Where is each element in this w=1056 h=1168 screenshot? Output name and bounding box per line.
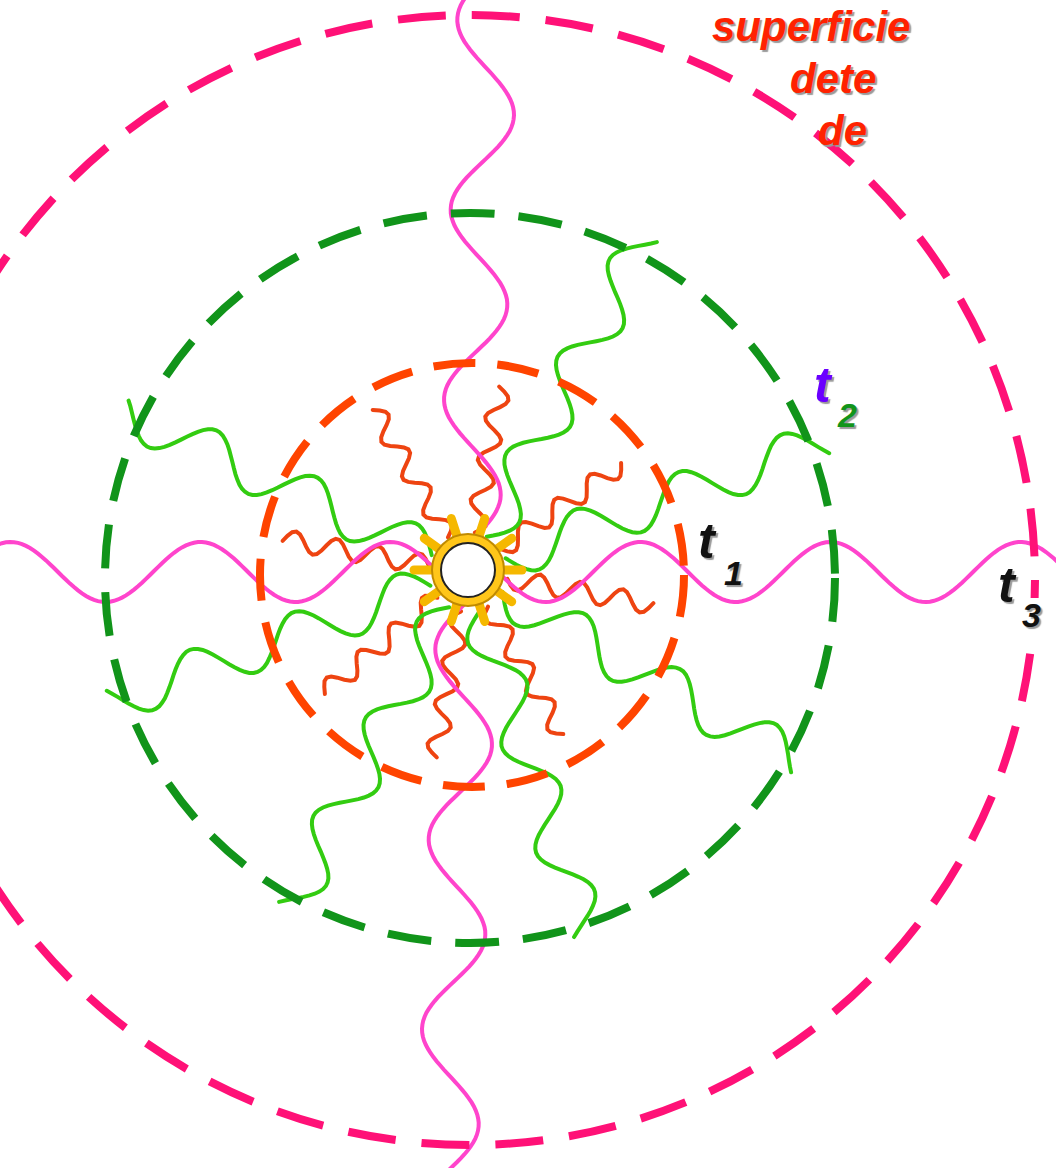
wave-ray (129, 401, 432, 555)
wave-ray (373, 410, 452, 538)
sun-icon (414, 519, 522, 622)
wavefront-t2 (105, 213, 835, 943)
wavefront-t3 (0, 15, 1035, 1145)
wavefront-t1 (260, 363, 684, 787)
caption-text: dete (790, 58, 876, 100)
time-subscript: 2 (836, 398, 859, 432)
time-label: t (696, 516, 717, 566)
wave-ray (417, 602, 492, 1168)
caption-text: de (818, 110, 867, 152)
time-subscript: 1 (722, 556, 745, 590)
wave-ray (279, 607, 449, 902)
time-label: t (812, 360, 833, 410)
wave-ray (498, 542, 1056, 602)
wave-ray (283, 532, 429, 570)
wave-ray (444, 0, 519, 542)
time-subscript: 3 (1020, 598, 1043, 632)
time-label: t (996, 560, 1017, 610)
caption-text: superficie (712, 6, 910, 48)
wave-ray (507, 575, 653, 613)
wave-ray (467, 610, 595, 937)
wave-ray (0, 542, 438, 602)
wave-ray (503, 592, 791, 772)
